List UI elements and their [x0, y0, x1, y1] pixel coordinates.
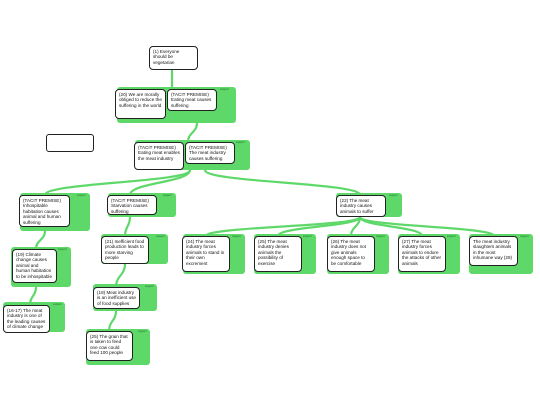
connector-line — [107, 310, 118, 332]
connector-line — [34, 230, 47, 250]
connector-line — [203, 168, 362, 197]
support-label: support — [156, 235, 165, 238]
connector-lines — [28, 69, 496, 332]
premise-node-16-17[interactable]: (16-17) The meat industry is one of the … — [3, 305, 50, 333]
support-label: support — [220, 88, 229, 91]
premise-node-22[interactable]: (22) The meat industry causes animals to… — [336, 195, 386, 217]
support-label: support — [236, 141, 245, 144]
support-label: support — [232, 235, 241, 238]
premise-node-28[interactable]: The meat industry slaughters animals in … — [469, 236, 518, 266]
connector-line — [358, 215, 496, 238]
connector-line — [43, 168, 192, 197]
support-label: support — [447, 235, 456, 238]
claim-node-1[interactable]: (1) Everyone should be vegetarian — [149, 46, 198, 70]
connector-line — [128, 169, 192, 196]
tacit-premise-industry-suffering[interactable]: (TACIT PREMISE) The meat industry causes… — [185, 142, 235, 164]
connector-line — [123, 216, 132, 237]
connector-line — [186, 122, 199, 143]
premise-node-18[interactable]: (18) Meat industry is an inefficient use… — [93, 287, 140, 309]
premise-node-19[interactable]: (19) Climate change causes animal and hu… — [12, 249, 57, 283]
premise-node-25-grain[interactable]: (25) The grain that is taken to feed one… — [86, 331, 133, 361]
support-label: support — [138, 330, 147, 333]
premise-node-25-exercise[interactable]: (25) The meat industry denies animals th… — [254, 236, 302, 272]
tacit-premise-eating-meat-suffering[interactable]: (TACIT PREMISE) Eating meat causes suffe… — [167, 89, 217, 111]
support-label: support — [53, 303, 62, 306]
tacit-premise-starvation[interactable]: (TACIT PREMISE) Starvation causes suffer… — [107, 195, 157, 215]
support-label: support — [303, 235, 312, 238]
premise-node-20[interactable]: (20) We are morally obliged to reduce th… — [115, 89, 166, 119]
tacit-premise-habitation[interactable]: (TACIT PREMISE) Inhospitable habitation … — [19, 195, 70, 227]
connector-line — [276, 215, 362, 238]
premise-node-26[interactable]: (26) The meat industry does not give ani… — [327, 236, 375, 272]
tacit-premise-enables-industry[interactable]: (TACIT PREMISE) Eating meat enables the … — [134, 142, 184, 170]
support-label: support — [389, 194, 398, 197]
support-label: support — [77, 194, 86, 197]
support-label: support — [58, 248, 67, 251]
support-label: support — [145, 285, 154, 288]
support-label: support — [376, 235, 385, 238]
premise-node-24[interactable]: (24) The meat industry forces animals to… — [182, 236, 230, 272]
empty-node[interactable] — [46, 134, 94, 152]
premise-node-27[interactable]: (27) The meat industry forces animals to… — [398, 236, 446, 272]
premise-node-21[interactable]: (21) Inefficient food production leads t… — [101, 236, 149, 264]
support-label: support — [520, 235, 529, 238]
support-label: support — [163, 194, 172, 197]
